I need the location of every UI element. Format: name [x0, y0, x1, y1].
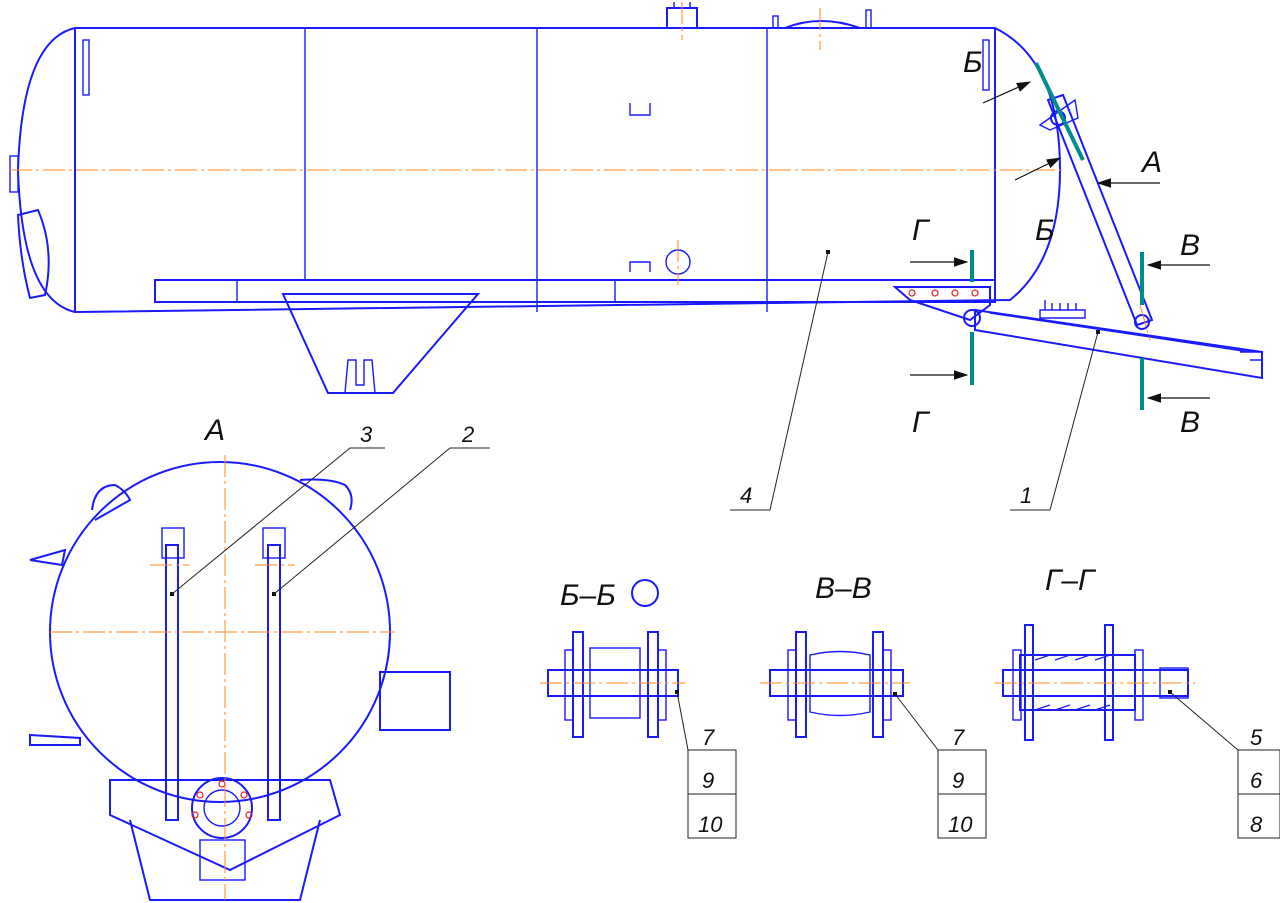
tank-side-view: [9, 2, 1065, 511]
section-g-g: [995, 624, 1280, 839]
cut-letter-a: А: [1140, 146, 1162, 179]
callout-vv-3: 10: [948, 812, 973, 837]
section-label-bb: Б–Б: [560, 579, 616, 612]
position-number-1: 1: [1020, 483, 1032, 508]
cut-letter-b-mid: Б: [1035, 214, 1055, 247]
end-view-a: [29, 447, 490, 901]
cut-letter-g-bottom: Г: [912, 406, 931, 439]
position-number-3: 3: [360, 422, 373, 447]
callout-gg-3: 8: [1250, 812, 1263, 837]
cut-letter-b-top: Б: [963, 46, 983, 79]
callout-bb-3: 10: [698, 812, 723, 837]
section-label-gg: Г–Г: [1045, 564, 1097, 597]
callout-bb-2: 9: [702, 768, 714, 793]
view-label-a: А: [203, 414, 225, 447]
position-number-2: 2: [461, 422, 474, 447]
callout-vv-1: 7: [952, 725, 965, 750]
callout-gg-2: 6: [1250, 768, 1263, 793]
cut-letter-v-bottom: В: [1180, 406, 1200, 439]
cut-letter-v-top: В: [1180, 229, 1200, 262]
rotated-view-icon: [631, 579, 659, 607]
position-number-4: 4: [740, 483, 752, 508]
callout-gg-1: 5: [1250, 725, 1263, 750]
section-b-b: [540, 631, 737, 839]
callout-vv-2: 9: [952, 768, 964, 793]
cut-planes: [970, 62, 1144, 410]
cut-letter-g-top: Г: [912, 214, 931, 247]
cut-arrows: [910, 81, 1210, 403]
callout-bb-1: 7: [702, 725, 715, 750]
section-v-v: [760, 631, 987, 839]
tilt-mechanism: [892, 93, 1263, 380]
section-label-vv: В–В: [815, 572, 872, 605]
